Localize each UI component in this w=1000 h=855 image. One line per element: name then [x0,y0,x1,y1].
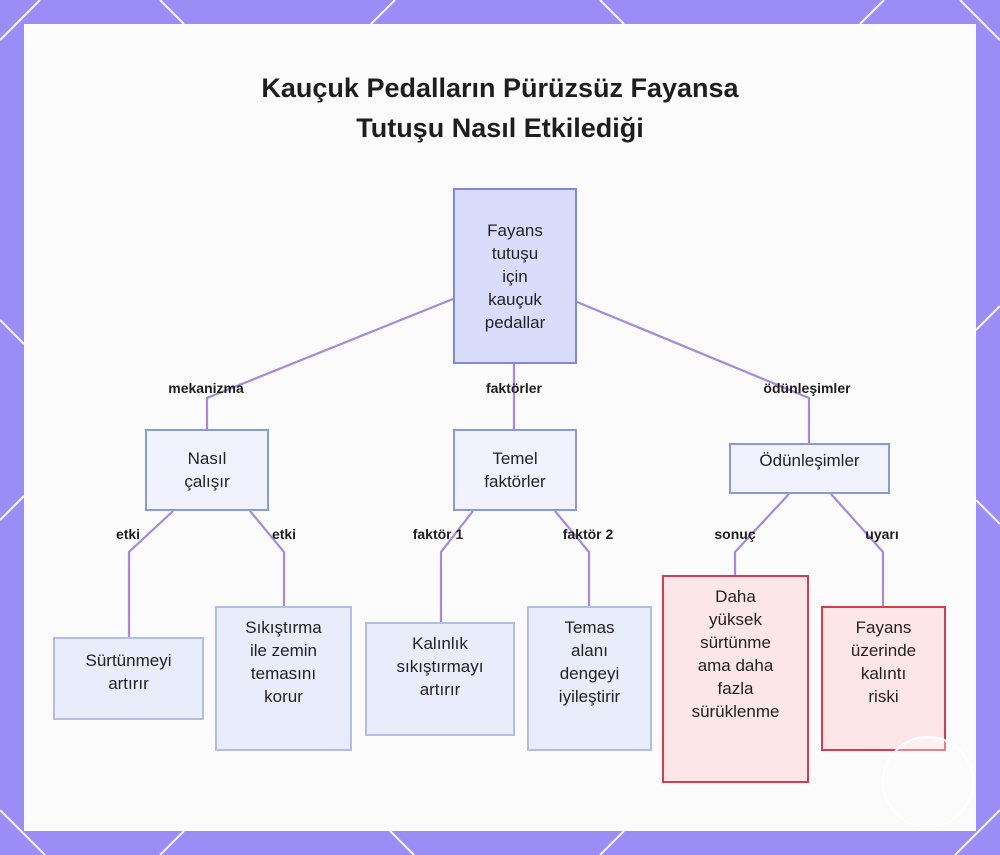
node-temas-line: Temas [564,618,615,637]
edge-label-sonuc: sonuç [714,526,756,542]
node-sikistirma-line: Sıkıştırma [245,618,322,637]
edge-root-odun [576,300,811,443]
edge-odun-fayans [830,493,885,606]
node-nasil-calisir: Nasıl çalışır [145,429,269,511]
edge-label-etki-1: etki [115,526,141,542]
title-line-2: Tutuşu Nasıl Etkilediği [356,113,644,143]
node-sikistirma-line: ile zemin [249,641,318,660]
edge-label-faktorler: faktörler [485,380,543,396]
node-fayans-line: riski [868,687,899,706]
node-fayans-line: kalıntı [860,664,907,683]
diagram-title: Kauçuk Pedalların Pürüzsüz Fayansa Tutuş… [0,68,1000,148]
node-daha-line: yüksek [709,610,762,629]
edge-label-uyari: uyarı [865,526,899,542]
node-root-line: için [502,266,528,286]
node-fayans-line: Fayans [855,618,912,637]
node-daha-line: ama daha [697,656,774,675]
node-root-line: tutuşu [491,243,539,263]
node-kalinlik-line: Kalınlık [412,634,468,653]
node-nasil-line: Nasıl [187,449,227,468]
node-odunlesimler: Ödünleşimler [729,443,890,494]
node-kalinti-riski: Fayans üzerinde kalıntı riski [821,606,946,751]
node-temel-line: Temel [492,449,538,468]
node-kalinlik-line: artırır [419,680,461,699]
node-temel-faktorler: Temel faktörler [453,429,577,511]
node-temas-line: alanı [571,641,608,660]
node-root: Fayans tutuşu için kauçuk pedallar [453,188,577,364]
node-temas-line: iyileştirir [558,687,621,706]
edge-nasil-surtunme [127,510,174,637]
node-kalinlik-line: sıkıştırmayı [396,657,484,676]
title-line-1: Kauçuk Pedalların Pürüzsüz Fayansa [261,73,739,103]
edge-root-nasil [205,297,454,429]
node-odun-line: Ödünleşimler [759,451,860,470]
node-nasil-line: çalışır [184,472,230,491]
watermark-badge [882,736,974,828]
node-temas-line: dengeyi [559,664,620,683]
node-daha-yuksek-surtunme: Daha yüksek sürtünme ama daha fazla sürü… [662,575,809,783]
node-root-line: kauçuk [488,289,542,309]
node-sikistirma-line: korur [264,687,303,706]
edge-label-faktor-1: faktör 1 [412,526,464,542]
node-surtunme-line: artırır [108,674,149,693]
node-root-line: Fayans [487,220,543,240]
node-daha-line: fazla [717,679,754,698]
node-sikistirma: Sıkıştırma ile zemin temasını korur [215,606,352,751]
node-daha-line: sürüklenme [691,702,780,721]
node-temel-line: faktörler [484,472,546,491]
node-root-line: pedallar [484,312,546,332]
edge-temel-temas [554,510,591,606]
edge-label-etki-2: etki [271,526,297,542]
node-surtunme-line: Sürtünmeyi [85,651,172,670]
node-surtunmeyi-artirir: Sürtünmeyi artırır [53,637,204,720]
node-temas: Temas alanı dengeyi iyileştirir [527,606,652,751]
node-fayans-line: üzerinde [850,641,917,660]
edge-nasil-sikistirma [249,510,286,606]
node-kalinlik: Kalınlık sıkıştırmayı artırır [365,622,515,736]
edge-temel-kalinlik [439,510,474,622]
edge-label-mekanizma: mekanizma [168,380,244,396]
node-daha-line: sürtünme [700,633,771,652]
edge-odun-daha [733,493,790,575]
node-daha-line: Daha [715,587,756,606]
edge-label-faktor-2: faktör 2 [562,526,614,542]
node-sikistirma-line: temasını [250,664,317,683]
edge-label-odunlesimler: ödünleşimler [763,380,851,396]
